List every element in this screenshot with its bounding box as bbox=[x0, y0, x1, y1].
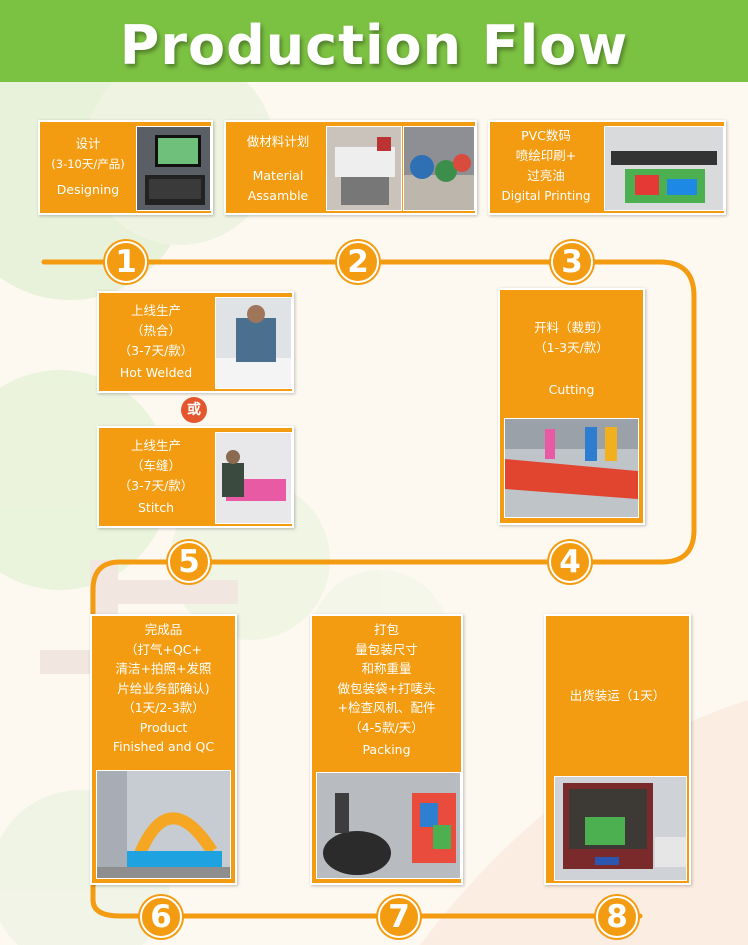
step-marker-8: 8 bbox=[596, 896, 638, 938]
designing-photo bbox=[136, 126, 211, 211]
material-photo-1 bbox=[326, 126, 402, 211]
page-title: Production Flow bbox=[119, 14, 629, 77]
step-marker-4: 4 bbox=[549, 541, 591, 583]
step-7-text: 打包 量包装尺寸 和称重量 做包装袋+打唛头 +检查风机、配件 （4-5款/天）… bbox=[337, 622, 436, 757]
packing-photo bbox=[316, 772, 461, 879]
step-1-card: 设计 (3-10天/产品) Designing bbox=[38, 120, 213, 215]
step-5b-card: 上线生产 （车缝） （3-7天/款） Stitch bbox=[97, 426, 294, 528]
step-2-card: 做材料计划 Material Assamble bbox=[224, 120, 477, 215]
step-4-text: 开料（裁剪） （1-3天/款） Cutting bbox=[533, 320, 609, 397]
step-marker-5: 5 bbox=[168, 541, 210, 583]
hot-welded-photo bbox=[215, 297, 292, 389]
step-3-text: PVC数码 喷绘印刷+ 过亮油 Digital Printing bbox=[501, 128, 591, 203]
step-8-text: 出货装运（1天） bbox=[569, 688, 666, 703]
step-marker-6: 6 bbox=[140, 896, 182, 938]
step-5b-text: 上线生产 （车缝） （3-7天/款） Stitch bbox=[118, 438, 194, 515]
material-photo-2 bbox=[403, 126, 475, 211]
step-5a-card: 上线生产 （热合） （3-7天/款） Hot Welded bbox=[97, 291, 294, 393]
step-6-text: 完成品 （打气+QC+ 清洁+拍照+发照 片给业务部确认) （1天/2-3款） … bbox=[112, 622, 215, 754]
header-banner: Production Flow bbox=[0, 0, 748, 82]
stitch-photo bbox=[215, 432, 292, 524]
step-4-card: 开料（裁剪） （1-3天/款） Cutting bbox=[498, 288, 645, 525]
step-marker-1: 1 bbox=[105, 241, 147, 283]
step-8-card: 出货装运（1天） bbox=[544, 614, 691, 885]
step-marker-3: 3 bbox=[551, 241, 593, 283]
step-marker-2: 2 bbox=[337, 241, 379, 283]
step-5a-text: 上线生产 （热合） （3-7天/款） Hot Welded bbox=[118, 303, 194, 380]
step-2-text: 做材料计划 Material Assamble bbox=[246, 134, 310, 203]
step-1-text: 设计 (3-10天/产品) Designing bbox=[51, 136, 125, 197]
step-7-card: 打包 量包装尺寸 和称重量 做包装袋+打唛头 +检查风机、配件 （4-5款/天）… bbox=[310, 614, 463, 885]
step-marker-7: 7 bbox=[378, 896, 420, 938]
printing-photo bbox=[604, 126, 724, 211]
finished-product-photo bbox=[96, 770, 231, 879]
cutting-photo bbox=[504, 418, 639, 518]
step-3-card: PVC数码 喷绘印刷+ 过亮油 Digital Printing bbox=[488, 120, 726, 215]
or-badge: 或 bbox=[181, 397, 207, 423]
step-6-card: 完成品 （打气+QC+ 清洁+拍照+发照 片给业务部确认) （1天/2-3款） … bbox=[90, 614, 237, 885]
shipping-photo bbox=[554, 776, 687, 881]
